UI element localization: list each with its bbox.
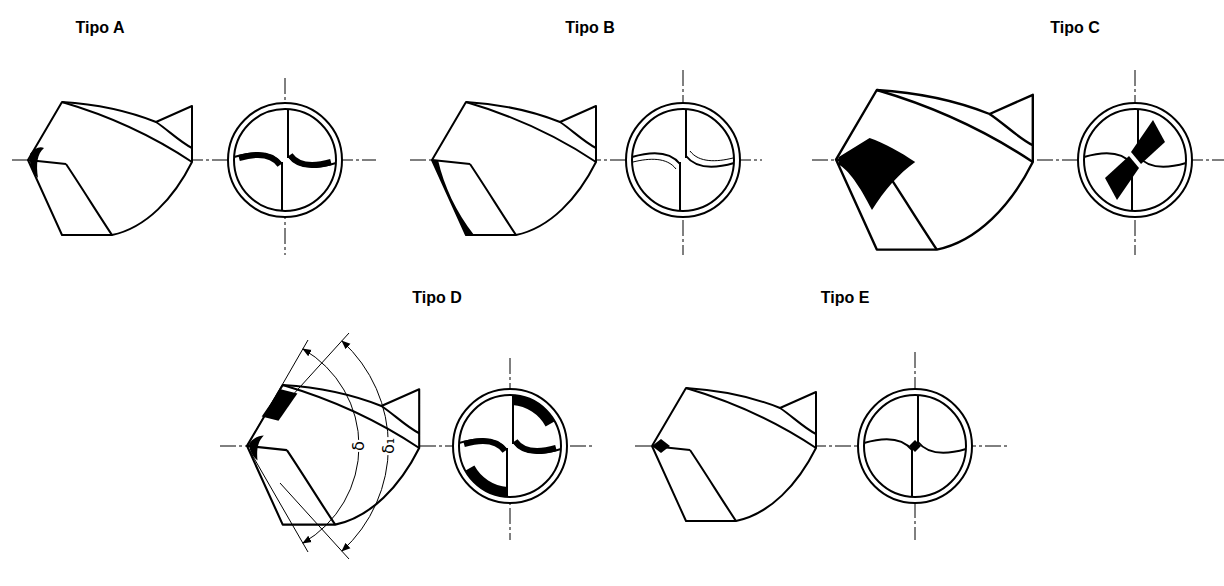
extension-line (280, 333, 349, 409)
ground-face (515, 441, 556, 451)
drill-end-view (453, 389, 567, 503)
ground-face (239, 155, 280, 165)
ground-face (432, 160, 474, 235)
ground-face (838, 138, 915, 210)
ground-edge (633, 159, 676, 169)
angle-label: δ₁ (380, 437, 398, 455)
type-label: Tipo B (565, 19, 614, 37)
drill-outline (836, 90, 1033, 250)
type-label: Tipo E (821, 289, 870, 307)
ground-face (30, 147, 44, 178)
drill-end-view (1078, 103, 1192, 217)
drill-end-outline (858, 389, 972, 503)
ground-face (262, 389, 298, 421)
drill-end-outline (1078, 103, 1192, 217)
drill-end-view (858, 389, 972, 503)
drill-end-outline (626, 103, 740, 217)
ground-face (470, 468, 507, 492)
drill-outline (652, 388, 816, 521)
angle-dimension (247, 333, 388, 559)
extension-line (280, 483, 349, 559)
ground-face (1131, 120, 1165, 164)
type-label: Tipo A (76, 19, 125, 37)
drill-outline (28, 102, 192, 235)
type-label: Tipo C (1050, 19, 1099, 37)
drill-end-view (626, 103, 740, 217)
drill-side-view (432, 102, 596, 235)
extension-line (247, 340, 308, 446)
drill-outline (247, 385, 419, 525)
drill-end-outline (453, 389, 567, 503)
ground-face (513, 400, 550, 424)
ground-face (290, 155, 331, 165)
drill-side-view (28, 102, 192, 235)
ground-face (464, 441, 505, 451)
drill-outline (432, 102, 596, 235)
ground-edge (690, 151, 733, 161)
ground-face (1105, 156, 1139, 200)
drill-side-view (836, 90, 1033, 250)
type-label: Tipo D (412, 289, 461, 307)
center-lines (12, 70, 1224, 540)
ground-face (909, 440, 921, 452)
angle-label: δ (350, 440, 368, 452)
drill-side-view (247, 385, 419, 525)
drill-side-view (652, 388, 816, 521)
ground-face (652, 439, 670, 453)
extension-line (247, 446, 308, 552)
drill-end-outline (228, 103, 342, 217)
drill-end-view (228, 103, 342, 217)
